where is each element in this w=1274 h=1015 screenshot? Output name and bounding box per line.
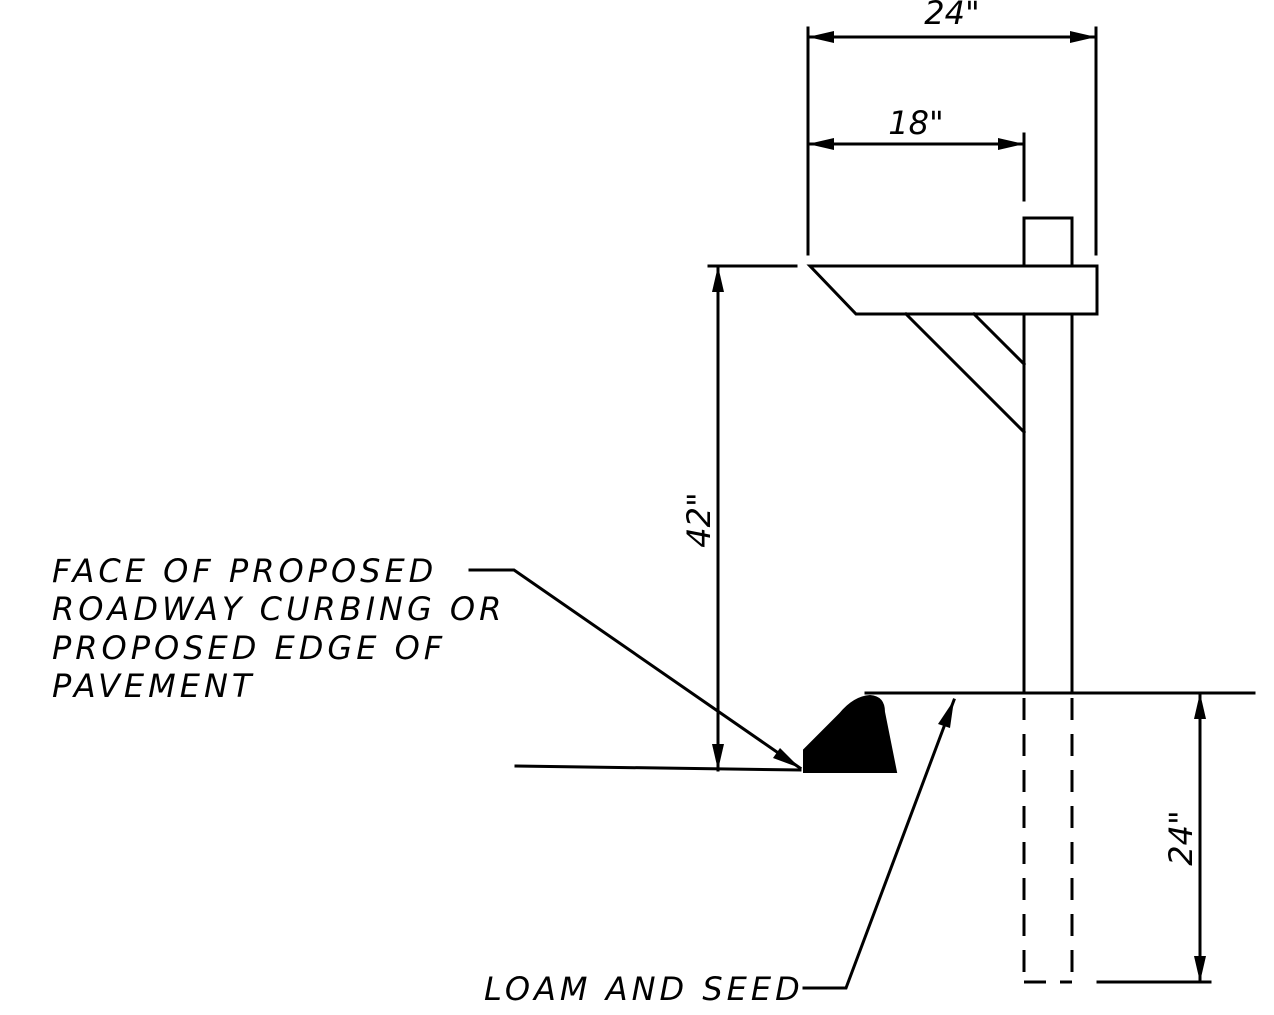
arrowhead	[938, 700, 954, 728]
curb-note-line-4: PAVEMENT	[52, 667, 255, 705]
arrowhead	[808, 138, 834, 150]
loam-seed-label: LOAM AND SEED	[484, 970, 804, 1008]
arrowhead	[712, 266, 724, 292]
arrowhead	[998, 138, 1024, 150]
arrowhead	[1194, 693, 1206, 719]
dimension-label-18: 18"	[888, 104, 943, 142]
dimension-24-embed: 24"	[1096, 691, 1212, 984]
loam-seed-note: LOAM AND SEED	[484, 698, 956, 1008]
arrowhead	[712, 744, 724, 770]
dimension-24-top: 24"	[806, 0, 1098, 256]
curb-note-line-3: PROPOSED EDGE OF	[52, 629, 446, 667]
mailbox-support-arm	[806, 264, 1099, 435]
mailbox-post	[1022, 216, 1074, 984]
curb-note: FACE OF PROPOSED ROADWAY CURBING OR PROP…	[52, 552, 803, 771]
pavement-line	[514, 764, 802, 772]
arrowhead	[1070, 31, 1096, 43]
arrowhead	[808, 31, 834, 43]
dimension-18: 18"	[806, 104, 1026, 202]
dimension-42: 42"	[680, 264, 798, 772]
curb	[803, 694, 898, 773]
arrowhead	[773, 748, 800, 768]
dimension-label-24-embed: 24"	[1162, 810, 1200, 865]
curb-note-line-1: FACE OF PROPOSED	[52, 552, 437, 590]
curb-note-line-2: ROADWAY CURBING OR	[52, 590, 505, 628]
dimension-label-24-top: 24"	[924, 0, 979, 32]
dimension-label-42: 42"	[680, 492, 718, 547]
arrowhead	[1194, 956, 1206, 982]
